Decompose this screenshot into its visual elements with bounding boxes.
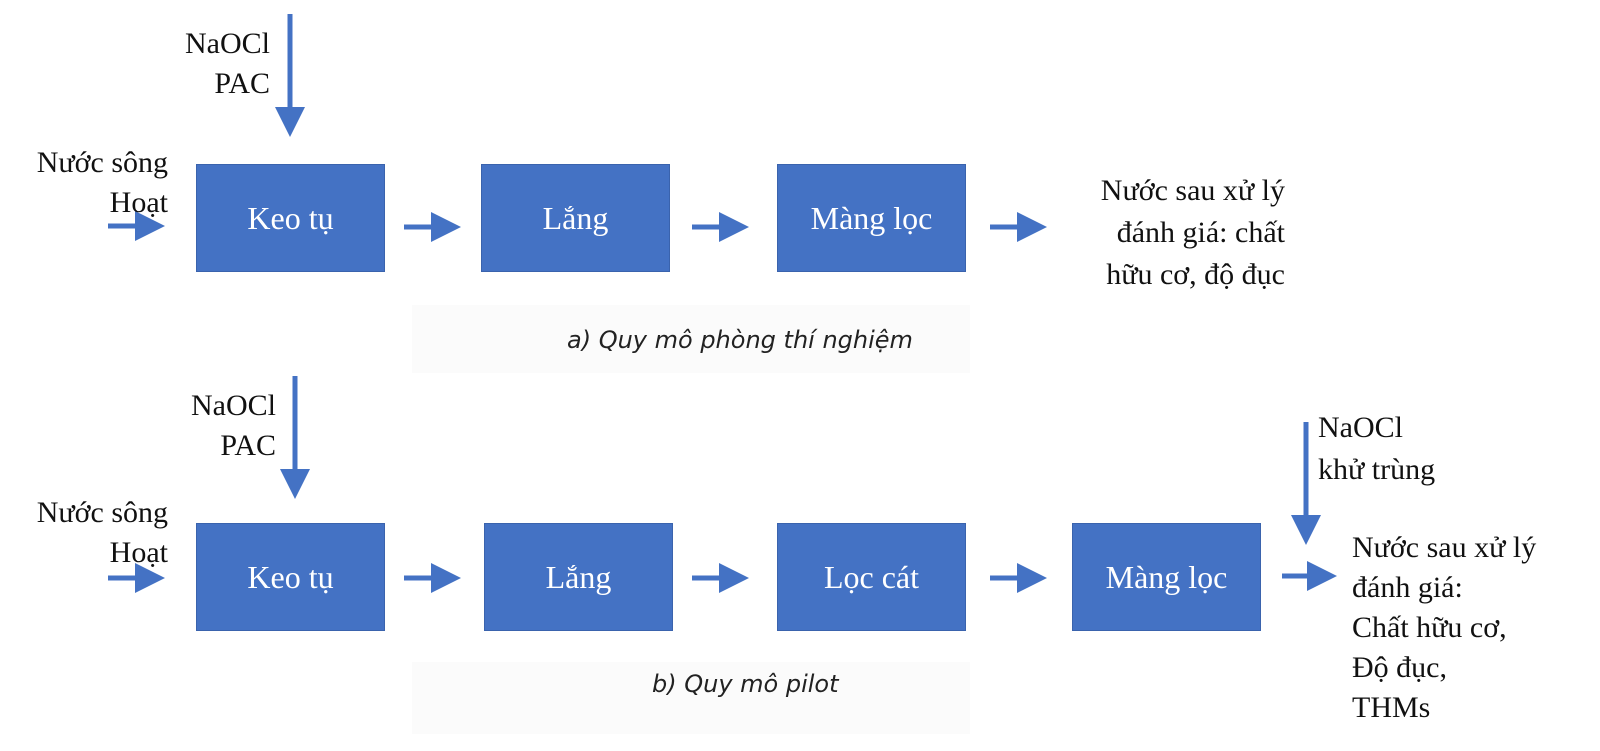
treated-water-line-1: Nước sau xử lý [1352,531,1537,564]
process-label: Lắng [545,558,612,595]
raw-water-line-1: Nước sông [36,496,168,529]
raw-water-label-a: Nước sông Hoạt [0,143,168,223]
caption-background-a [412,305,970,373]
process-label: Lọc cát [823,558,920,595]
treated-water-line-1: Nước sau xử lý [1100,174,1285,207]
caption-background-b [412,662,970,734]
treated-water-label-b: Nước sau xử lý đánh giá: Chất hữu cơ, Độ… [1352,528,1597,728]
disinfection-label-b: NaOCl khử trùng [1318,407,1518,491]
treated-water-line-3: Chất hữu cơ, [1352,611,1507,644]
treated-water-line-4: Độ đục, [1352,651,1447,684]
process-label: Keo tụ [247,199,334,236]
raw-water-label-b: Nước sông Hoạt [0,493,168,573]
chemical-input-b: NaOCl PAC [156,386,276,466]
caption-b: b) Quy mô pilot [652,670,839,698]
chemical-label-pac: PAC [220,429,276,462]
chemical-label-naocl: NaOCl [191,389,276,422]
process-box-lang-b: Lắng [484,523,673,631]
treated-water-line-5: THMs [1352,691,1431,724]
treated-water-line-3: hữu cơ, độ đục [1106,258,1285,291]
process-box-keo-tu-a: Keo tụ [196,164,385,272]
process-box-lang-a: Lắng [481,164,670,272]
treated-water-line-2: đánh giá: chất [1116,216,1285,249]
raw-water-line-1: Nước sông [36,146,168,179]
process-label: Màng lọc [1105,558,1228,595]
treated-water-line-2: đánh giá: [1352,571,1463,604]
chemical-label-naocl: NaOCl [185,27,270,60]
process-box-mang-loc-a: Màng lọc [777,164,966,272]
treated-water-label-a: Nước sau xử lý đánh giá: chất hữu cơ, độ… [1040,170,1285,296]
caption-a: a) Quy mô phòng thí nghiệm [567,326,913,354]
disinfection-line-2: khử trùng [1318,453,1436,486]
process-label: Màng lọc [810,199,933,236]
raw-water-line-2: Hoạt [109,186,168,219]
chemical-label-pac: PAC [214,67,270,100]
process-box-keo-tu-b: Keo tụ [196,523,385,631]
process-label: Keo tụ [247,558,334,595]
raw-water-line-2: Hoạt [109,536,168,569]
process-label: Lắng [542,199,609,236]
chemical-input-a: NaOCl PAC [150,24,270,104]
disinfection-line-1: NaOCl [1318,411,1403,444]
process-box-loc-cat-b: Lọc cát [777,523,966,631]
process-box-mang-loc-b: Màng lọc [1072,523,1261,631]
